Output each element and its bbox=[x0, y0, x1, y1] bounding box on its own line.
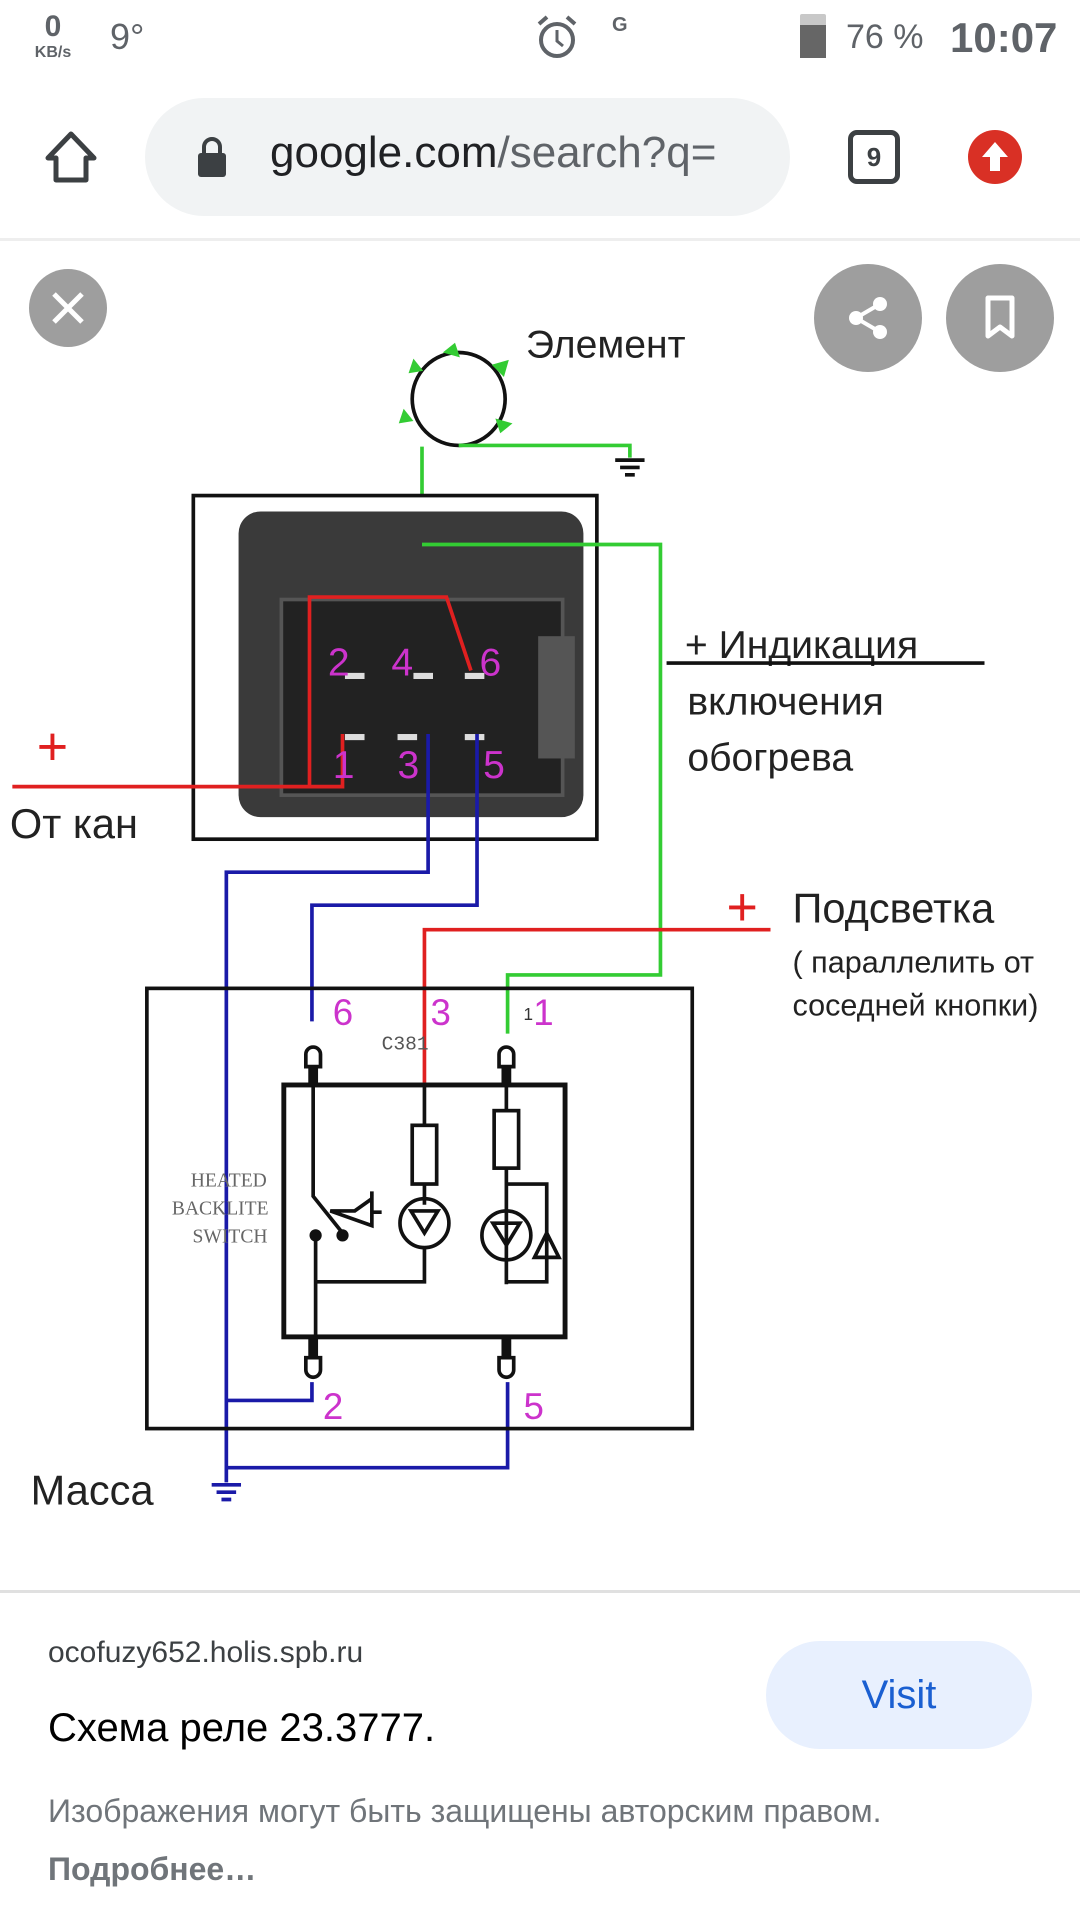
battery-level: 76 % bbox=[846, 18, 924, 56]
pin-label: 1 bbox=[333, 744, 355, 787]
pin-label: 3 bbox=[431, 992, 451, 1033]
share-icon bbox=[849, 297, 887, 339]
notice-text: Изображения могут быть защищены авторски… bbox=[48, 1793, 882, 1829]
label-indication: обогрева bbox=[687, 737, 853, 780]
bookmark-icon bbox=[985, 295, 1015, 339]
home-icon bbox=[45, 131, 97, 183]
label-backlight-note: соседней кнопки) bbox=[793, 988, 1039, 1022]
share-button[interactable] bbox=[814, 264, 922, 372]
update-button[interactable] bbox=[968, 130, 1022, 184]
copyright-notice: Изображения могут быть защищены авторски… bbox=[48, 1782, 888, 1898]
toolbar-divider bbox=[0, 238, 1080, 241]
lock-icon bbox=[198, 137, 226, 177]
switch-label: BACKLITE bbox=[172, 1199, 269, 1220]
pin-label: 6 bbox=[479, 641, 501, 684]
label-backlight: Подсветка bbox=[793, 884, 996, 931]
switch-label: HEATED bbox=[191, 1170, 267, 1191]
battery-icon bbox=[800, 14, 826, 58]
label-ground: Масса bbox=[31, 1466, 155, 1513]
save-button[interactable] bbox=[946, 264, 1054, 372]
source-link[interactable]: ocofuzy652.holis.spb.ru bbox=[48, 1636, 364, 1669]
label-element: Элемент bbox=[526, 323, 686, 366]
pin-small-label: 1 bbox=[523, 1005, 533, 1024]
connector-pin-labels: 2 4 6 1 3 5 bbox=[328, 641, 505, 787]
net-speed: 0 KB/s bbox=[28, 10, 78, 62]
label-from-kan: От кан bbox=[10, 800, 138, 847]
tab-count: 9 bbox=[866, 141, 882, 172]
visit-button[interactable]: Visit bbox=[766, 1641, 1032, 1749]
tab-switcher-button[interactable]: 9 bbox=[848, 130, 900, 184]
switch-label: SWITCH bbox=[193, 1227, 268, 1248]
result-divider bbox=[0, 1590, 1080, 1593]
ground-icon bbox=[615, 458, 645, 477]
label-indication: + Индикация bbox=[685, 624, 918, 667]
switch-pin-labels: 6 3 1 2 5 bbox=[323, 992, 554, 1427]
pin-label: 4 bbox=[391, 641, 413, 684]
pin-label: 5 bbox=[483, 744, 505, 787]
label-backlight-note: ( параллелить от bbox=[793, 945, 1035, 979]
pin-label: 3 bbox=[398, 744, 420, 787]
carrier: G bbox=[612, 14, 628, 36]
home-button[interactable] bbox=[42, 128, 100, 191]
pin-label: 5 bbox=[523, 1386, 543, 1427]
element-symbol bbox=[410, 350, 507, 448]
part-code: C381 bbox=[382, 1034, 429, 1056]
url-text: google.com/search?q= bbox=[270, 128, 716, 178]
plus-sign: + bbox=[37, 717, 68, 777]
url-path: /search?q= bbox=[497, 128, 717, 177]
pin-label: 1 bbox=[533, 992, 553, 1033]
alarm-icon bbox=[535, 14, 579, 65]
clock: 10:07 bbox=[950, 14, 1058, 61]
url-bar[interactable]: google.com/search?q= bbox=[145, 98, 790, 216]
arrow-up-icon bbox=[982, 142, 1008, 171]
temperature: 9° bbox=[110, 16, 145, 57]
pin-label: 2 bbox=[328, 641, 350, 684]
result-title[interactable]: Схема реле 23.3777. bbox=[48, 1706, 436, 1750]
close-button[interactable] bbox=[29, 269, 107, 347]
plus-sign: + bbox=[726, 877, 757, 937]
net-speed-unit: KB/s bbox=[34, 44, 72, 61]
switch-outline bbox=[145, 986, 695, 1431]
learn-more-link[interactable]: Подробнее… bbox=[48, 1851, 257, 1887]
wiring-diagram-image[interactable]: Элемент 2 4 6 1 3 5 + От кан + Индикация… bbox=[0, 240, 1080, 1590]
ground-icon bbox=[211, 1467, 242, 1502]
url-domain: google.com bbox=[270, 128, 498, 177]
net-speed-value: 0 bbox=[44, 10, 62, 43]
label-indication: включения bbox=[687, 680, 883, 723]
pin-label: 2 bbox=[323, 1386, 343, 1427]
pin-label: 6 bbox=[333, 992, 353, 1033]
close-icon bbox=[52, 292, 84, 324]
element-markers bbox=[398, 342, 513, 434]
